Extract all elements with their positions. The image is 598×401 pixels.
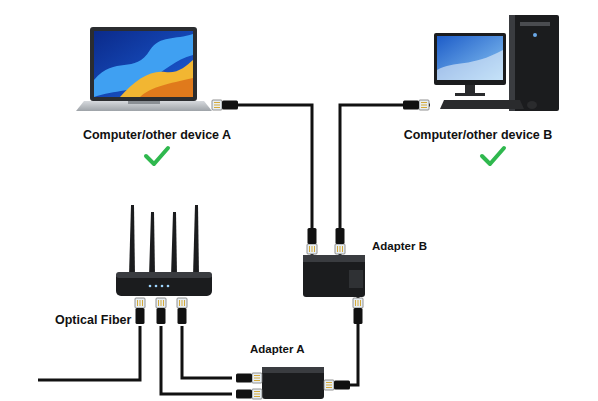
adapter-port bbox=[349, 270, 363, 288]
drive-bay bbox=[520, 22, 550, 26]
laptop-illustration bbox=[76, 27, 212, 111]
laptop-screen bbox=[94, 31, 193, 97]
laptop-base bbox=[76, 101, 212, 111]
router-led bbox=[167, 285, 170, 288]
node-label: Adapter B bbox=[372, 240, 427, 252]
adapter-housing bbox=[262, 367, 324, 399]
ethernet-cable bbox=[340, 105, 430, 255]
adapter-top bbox=[262, 367, 324, 373]
device-box: Computer/other device A bbox=[80, 25, 215, 145]
router-led bbox=[149, 285, 152, 288]
rj45-plug bbox=[335, 228, 345, 254]
cable-label: Optical Fiber bbox=[55, 313, 131, 327]
power-led bbox=[533, 33, 537, 37]
monitor-stand bbox=[465, 85, 475, 94]
rj45-plug bbox=[236, 373, 262, 383]
monitor-stand bbox=[455, 93, 485, 96]
device-box: Computer/other device B bbox=[430, 15, 565, 145]
router-body bbox=[116, 272, 212, 296]
node-label: Adapter A bbox=[250, 343, 305, 355]
router-led bbox=[155, 285, 158, 288]
keyboard bbox=[440, 100, 524, 109]
rj45-plug bbox=[212, 100, 238, 110]
rj45-plug bbox=[324, 380, 350, 390]
rj45-plug bbox=[135, 298, 145, 324]
monitor-screen bbox=[437, 36, 503, 80]
adapter-box: Adapter B bbox=[303, 255, 365, 297]
antenna bbox=[129, 205, 135, 276]
laptop-bezel bbox=[90, 27, 197, 101]
adapter-b-body bbox=[303, 255, 365, 297]
rj45-plug bbox=[403, 100, 429, 110]
rj45-plug bbox=[236, 389, 262, 399]
screen-art bbox=[140, 78, 193, 97]
adapter-a-body bbox=[262, 367, 324, 399]
router-illustration bbox=[116, 205, 212, 296]
pc-tower-edge bbox=[509, 15, 515, 111]
ethernet-cable bbox=[182, 326, 232, 378]
ethernet-cable bbox=[161, 326, 232, 394]
adapter-housing bbox=[303, 255, 365, 297]
rj45-plug bbox=[177, 298, 187, 324]
rj45-plug bbox=[307, 228, 317, 254]
adapter-box: Adapter A bbox=[262, 367, 324, 399]
laptop-notch bbox=[128, 101, 160, 104]
fiber-cable bbox=[38, 326, 140, 380]
screen-art bbox=[94, 34, 193, 97]
mouse bbox=[527, 101, 537, 109]
rj45-plug bbox=[156, 298, 166, 324]
checkmark bbox=[146, 148, 168, 164]
node-label: Computer/other device A bbox=[83, 128, 231, 142]
antenna bbox=[193, 205, 199, 276]
router-led bbox=[161, 285, 164, 288]
ethernet-cable bbox=[324, 297, 358, 385]
screen-art bbox=[437, 50, 503, 80]
ethernet-cable bbox=[215, 105, 312, 255]
adapter-top bbox=[303, 255, 365, 262]
screen-art bbox=[120, 60, 193, 97]
router-top bbox=[116, 272, 212, 278]
node-label: Computer/other device B bbox=[404, 128, 553, 142]
pc-tower bbox=[509, 15, 559, 111]
antenna bbox=[171, 212, 177, 276]
monitor-frame bbox=[434, 33, 506, 85]
antenna bbox=[149, 212, 155, 276]
rj45-plug bbox=[353, 298, 363, 324]
desktop-illustration bbox=[434, 15, 559, 111]
checkmark bbox=[482, 148, 504, 164]
